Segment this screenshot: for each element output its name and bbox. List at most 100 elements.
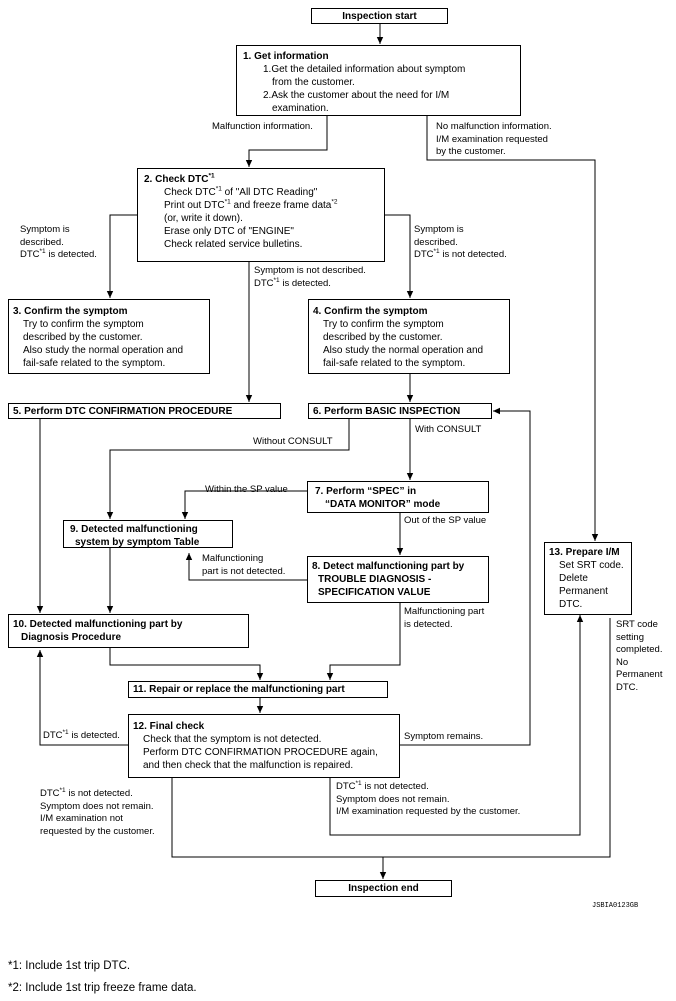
label-text: DTC*1 is not detected. — [40, 787, 155, 801]
step-2-check-dtc: 2. Check DTC*1 Check DTC*1 of "All DTC R… — [137, 168, 385, 262]
label-final-left: DTC*1 is not detected. Symptom does not … — [40, 787, 155, 838]
text: DTC — [43, 730, 63, 741]
step-2-line: Erase only DTC of "ENGINE" — [164, 226, 294, 237]
step-9-title: system by symptom Table — [75, 537, 200, 548]
step-13-line: Delete — [559, 573, 588, 584]
label-text: DTC*1 is not detected. — [414, 247, 507, 262]
step-1-line: from the customer. — [272, 77, 355, 88]
label-text: Malfunctioning — [202, 553, 264, 564]
label-text: Symptom is not described. — [254, 265, 366, 276]
step-12-line: and then check that the malfunction is r… — [143, 760, 354, 771]
label-symptom-described-right: Symptom is described. DTC*1 is not detec… — [414, 224, 507, 262]
label-text: Permanent — [616, 669, 663, 680]
label-malfunction-detected: Malfunctioning part is detected. — [404, 606, 484, 631]
step-3-line: fail-safe related to the symptom. — [23, 358, 166, 369]
step-1-get-information: 1. Get information 1.Get the detailed in… — [236, 45, 521, 116]
step-1-line: examination. — [272, 103, 329, 114]
text: is detected. — [279, 277, 331, 289]
label-symptom-remains: Symptom remains. — [404, 731, 483, 744]
step-3-line: Also study the normal operation and — [23, 345, 184, 356]
label-text: Symptom is — [414, 224, 464, 235]
step-4-confirm-symptom: 4. Confirm the symptom Try to confirm th… — [308, 299, 510, 374]
text: is not detected. — [439, 249, 507, 260]
footnote-ref: *1 — [62, 728, 69, 736]
step-3-line: described by the customer. — [23, 332, 143, 343]
step-2-title-text: 2. Check DTC — [144, 174, 209, 185]
label-text: by the customer. — [436, 146, 506, 157]
text: DTC — [20, 249, 40, 260]
text: Print out DTC — [164, 200, 225, 211]
label-text: Malfunctioning part — [404, 606, 485, 617]
step-10-diagnosis-procedure: 10. Detected malfunctioning part by Diag… — [8, 614, 249, 648]
label-text: No — [616, 656, 629, 668]
label-text: DTC*1 is not detected. — [336, 779, 520, 794]
inspection-start-label: Inspection start — [342, 10, 417, 22]
label-within-sp: Within the SP value — [205, 484, 288, 497]
label-dtc-detected: DTC*1 is detected. — [43, 728, 120, 743]
step-2-line: Check related service bulletins. — [164, 239, 303, 250]
inspection-end-box: Inspection end — [315, 880, 452, 897]
label-text: I/M examination requested — [436, 133, 548, 145]
step-4-title: 4. Confirm the symptom — [313, 306, 428, 317]
step-1-title: 1. Get information — [243, 51, 329, 62]
label-text: Symptom is — [20, 224, 70, 235]
step-1-line: 1.Get the detailed information about sym… — [263, 64, 466, 75]
inspection-end-label: Inspection end — [348, 883, 419, 894]
label-without-consult: Without CONSULT — [253, 436, 333, 449]
step-11-repair: 11. Repair or replace the malfunctioning… — [128, 681, 388, 698]
step-13-line: Set SRT code. — [559, 560, 624, 571]
footnote-ref: *1 — [215, 185, 222, 193]
text: DTC — [336, 781, 356, 792]
step-13-prepare-im: 13. Prepare I/M Set SRT code. Delete Per… — [544, 542, 632, 615]
label-text: Symptom does not remain. — [40, 800, 154, 812]
text: is detected. — [68, 730, 120, 741]
step-12-line: Check that the symptom is not detected. — [143, 734, 322, 745]
step-5-dtc-confirmation: 5. Perform DTC CONFIRMATION PROCEDURE — [8, 403, 281, 419]
inspection-start-box: Inspection start — [311, 8, 448, 24]
step-10-title: Diagnosis Procedure — [21, 632, 122, 643]
footnote-ref: *1 — [355, 779, 362, 787]
label-no-malfunction: No malfunction information. I/M examinat… — [436, 121, 552, 159]
step-3-line: Try to confirm the symptom — [23, 319, 144, 330]
label-text: is detected. — [404, 618, 453, 630]
label-text: Malfunction information. — [212, 121, 313, 132]
text: Check DTC — [164, 187, 216, 198]
label-text: SRT code — [616, 619, 658, 630]
footnote-ref: *1 — [39, 247, 46, 255]
text: and freeze frame data — [230, 200, 332, 211]
step-10-title: 10. Detected malfunctioning part by — [13, 619, 183, 630]
footnote-ref: *1 — [224, 198, 231, 206]
step-13-line: Permanent — [559, 586, 608, 597]
step-4-line: Also study the normal operation and — [323, 345, 484, 356]
label-text: I/M examination not — [40, 813, 123, 824]
step-8-title: TROUBLE DIAGNOSIS - — [318, 574, 432, 585]
step-4-line: described by the customer. — [323, 332, 443, 343]
label-with-consult: With CONSULT — [415, 424, 481, 437]
step-5-title: 5. Perform DTC CONFIRMATION PROCEDURE — [13, 406, 233, 417]
label-symptom-not-described: Symptom is not described. DTC*1 is detec… — [254, 265, 366, 290]
label-text: setting — [616, 631, 644, 643]
text: is detected. — [45, 249, 97, 260]
label-final-right: DTC*1 is not detected. Symptom does not … — [336, 779, 521, 819]
label-text: DTC*1 is detected. — [20, 247, 97, 262]
footnote-ref: *1 — [433, 247, 440, 255]
step-12-line: Perform DTC CONFIRMATION PROCEDURE again… — [143, 747, 378, 758]
footnote-2: *2: Include 1st trip freeze frame data. — [8, 982, 197, 994]
text: of "All DTC Reading" — [221, 187, 318, 198]
label-text: DTC. — [616, 681, 639, 693]
text: DTC — [40, 788, 60, 799]
label-text: DTC*1 is detected. — [254, 277, 366, 291]
text: is not detected. — [361, 781, 429, 792]
step-2-title: 2. Check DTC*1 — [144, 173, 384, 186]
text: DTC — [254, 277, 274, 289]
label-text: No malfunction information. — [436, 121, 552, 132]
label-text: Without CONSULT — [253, 436, 333, 447]
step-12-title: 12. Final check — [133, 721, 205, 732]
label-text: completed. — [616, 644, 663, 655]
label-symptom-described-left: Symptom is described. DTC*1 is detected. — [20, 224, 97, 262]
step-2-line: Print out DTC*1 and freeze frame data*2 — [144, 199, 384, 212]
step-2-line: (or, write it down). — [164, 213, 243, 224]
image-code: JSBIA0123GB — [592, 902, 639, 910]
step-7-title: “DATA MONITOR” mode — [325, 499, 441, 510]
label-text: I/M examination requested by the custome… — [336, 806, 521, 817]
